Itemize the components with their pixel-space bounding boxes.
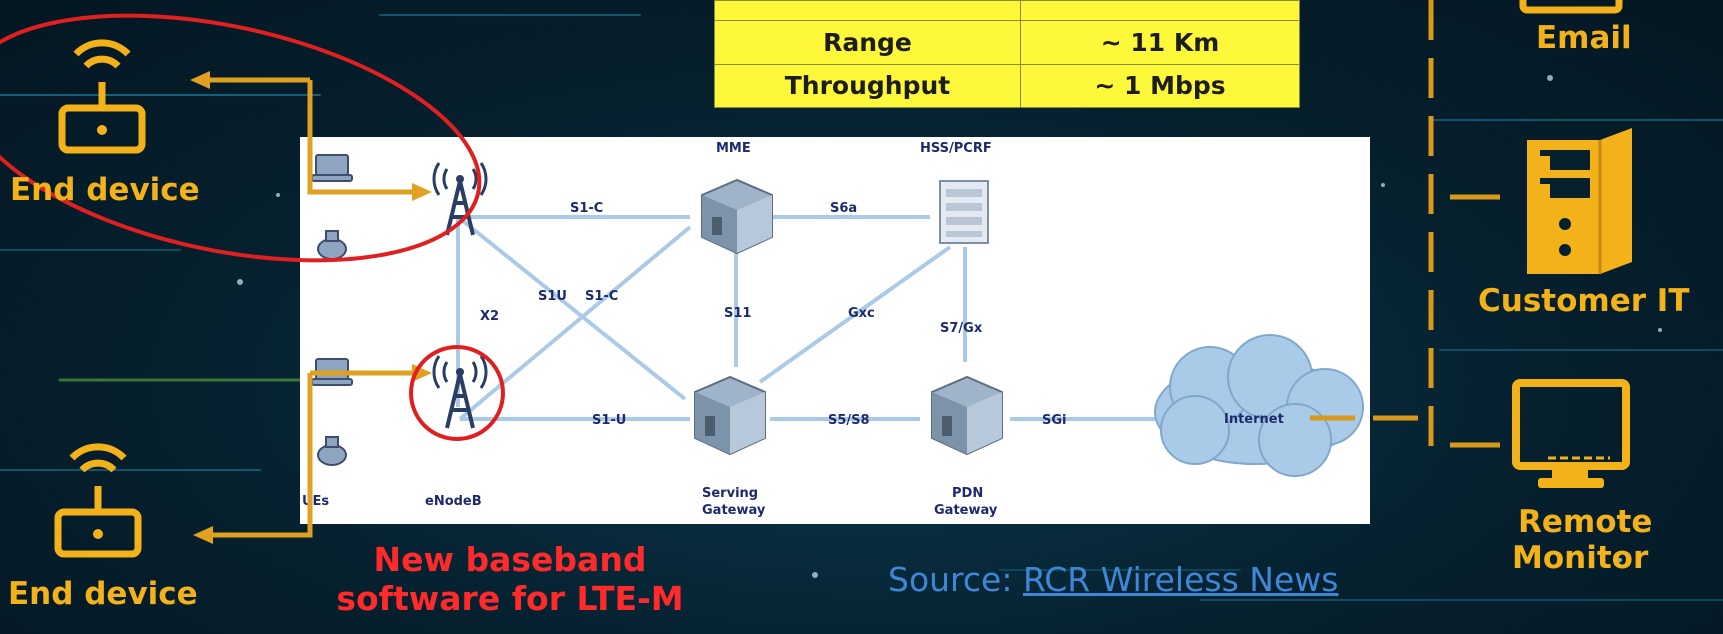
highlight-ellipse [0,13,482,263]
email-label: Email [1536,20,1632,56]
s1u-mid-label: S1U [538,289,567,304]
highlight-circle [409,345,505,441]
hss-pcrf-server-icon [939,180,989,244]
internet-label: Internet [1224,412,1284,427]
diagram-labels-svg: MME HSS/PCRF S1-C S6a S1U S1-C S11 Gxc S… [302,141,1284,518]
s7gx-label: S7/Gx [940,321,983,336]
mme-server-icon [701,178,773,255]
x2-label: X2 [480,309,499,324]
s6a-label: S6a [830,201,857,216]
s1u-bottom-label: S1-U [592,413,626,428]
sgi-label: SGi [1042,413,1067,428]
specs-table: Range ~ 11 Km Throughput ~ 1 Mbps [714,0,1300,109]
serving-gateway-label-2: Gateway [702,503,766,518]
s1c-top-label: S1-C [570,201,603,216]
gxc-label: Gxc [848,306,875,321]
bottom-connector-line [205,373,313,538]
mme-label: MME [716,141,751,156]
top-connector-line [307,80,420,195]
network-links-svg [456,215,1170,421]
hss-pcrf-label: HSS/PCRF [920,141,992,156]
enodeb-tower-icon [432,162,488,236]
email-icon [1519,0,1623,14]
remote-monitor-label-line2: Monitor [1512,540,1649,576]
range-value: ~ 11 Km [1020,20,1300,65]
baseband-note-line1: New baseband [373,540,647,579]
arrow-left-icon [193,526,213,544]
throughput-label: Throughput [714,63,1021,109]
router-icon [58,39,146,154]
arrow-left-icon [190,71,210,89]
s11-label: S11 [724,306,751,321]
enodeb-tower-icon [432,355,488,429]
baseband-note-line2: software for LTE-M [336,579,684,618]
pdn-gateway-label-2: Gateway [934,503,998,518]
customer-it-label: Customer IT [1478,283,1690,319]
bottom-end-device-label: End device [8,576,198,612]
arrow-right-icon [412,183,432,201]
pdn-gateway-label-1: PDN [952,486,983,501]
enodeb-label: eNodeB [425,494,482,509]
internet-cloud-icon [1154,334,1364,477]
table-row: Range ~ 11 Km [714,20,1300,65]
remote-monitor-label-line1: Remote [1518,504,1653,540]
router-icon [54,443,142,558]
source-link[interactable]: RCR Wireless News [1022,560,1339,599]
server-tower-icon [1527,128,1632,274]
pdn-gateway-server-icon [931,375,1003,456]
throughput-value: ~ 1 Mbps [1020,63,1300,109]
serving-gateway-label-1: Serving [702,486,758,501]
baseband-note: New baseband software for LTE-M [300,540,720,618]
monitor-icon [1512,379,1630,488]
serving-gateway-server-icon [694,375,766,456]
s5s8-label: S5/S8 [828,413,870,428]
table-row: Throughput ~ 1 Mbps [714,63,1300,109]
source-citation: Source: RCR Wireless News [888,560,1338,599]
range-label: Range [714,20,1021,65]
s1c-mid-label: S1-C [585,289,618,304]
top-end-device-label: End device [10,172,200,208]
source-prefix: Source: [888,560,1023,599]
